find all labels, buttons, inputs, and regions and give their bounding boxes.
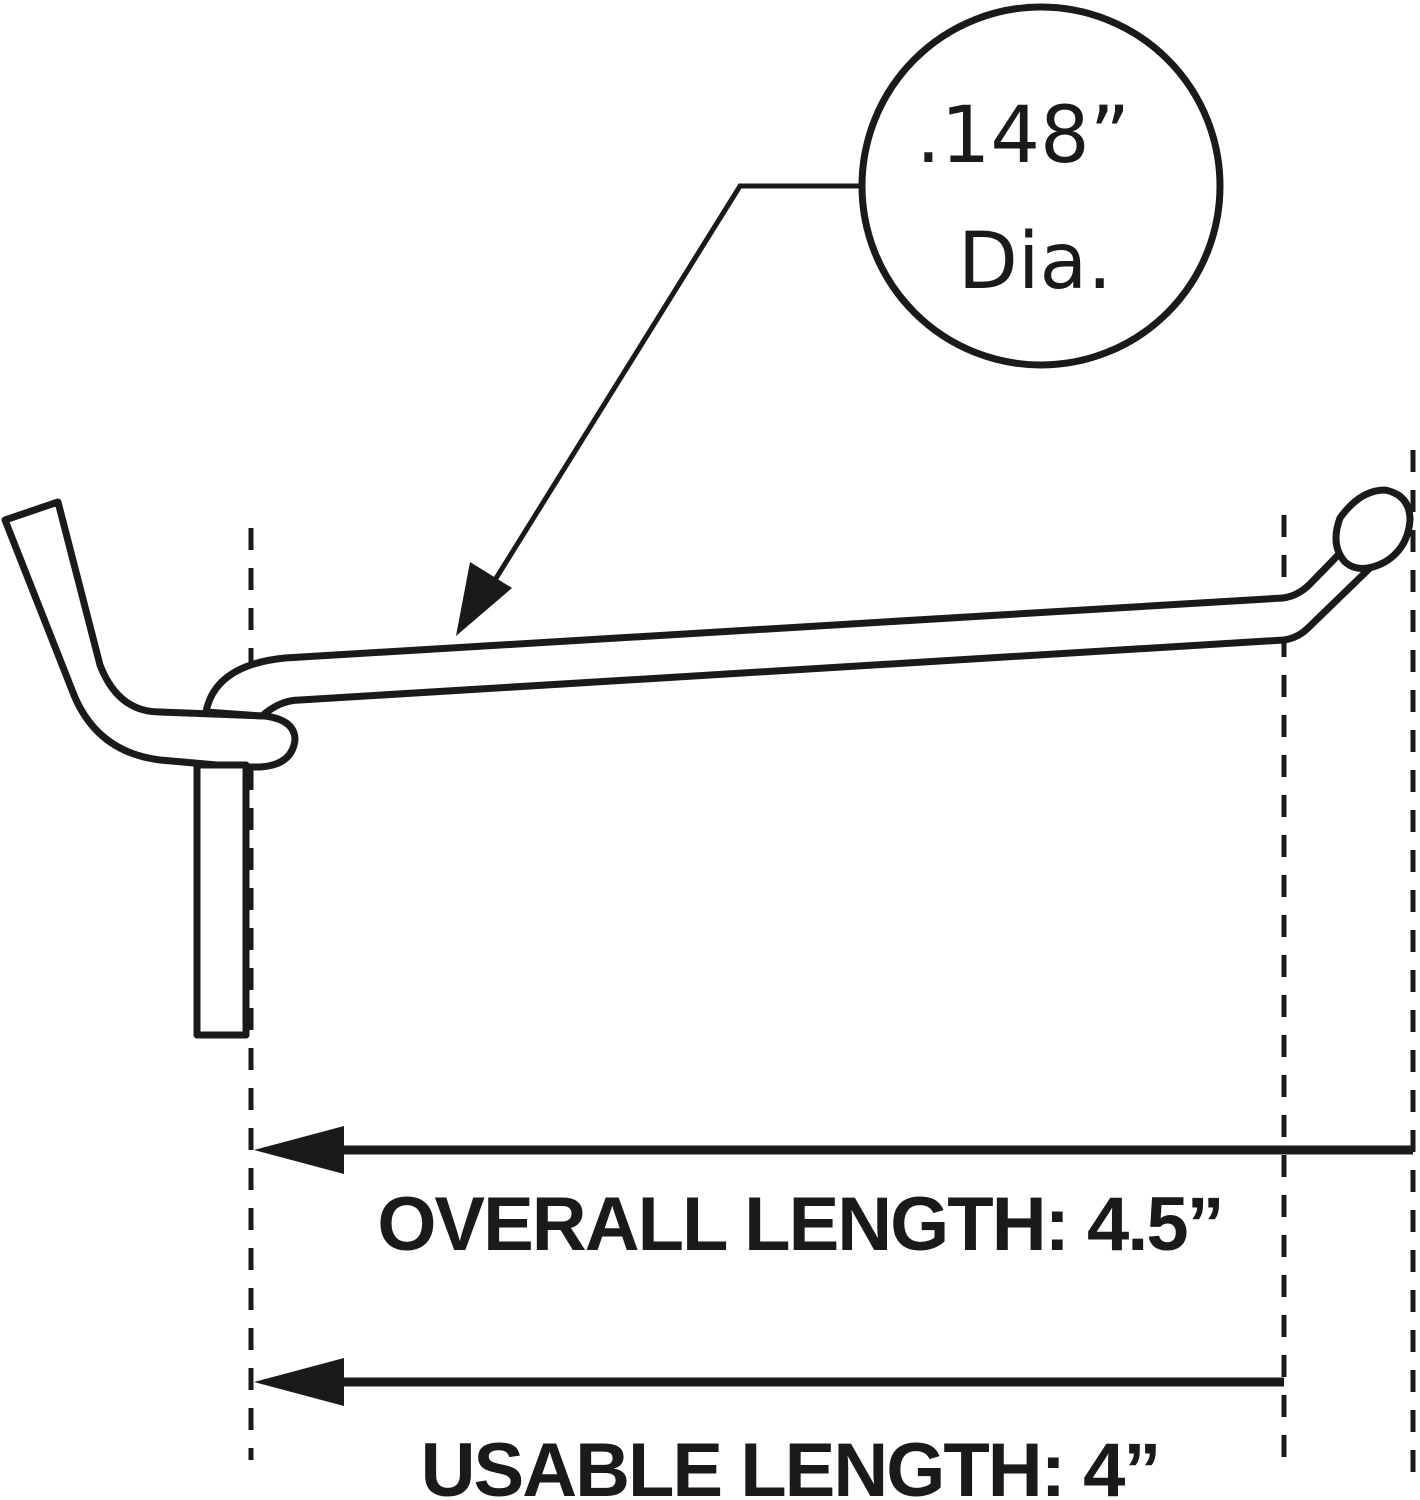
diameter-callout: .148” Dia. (456, 3, 1224, 636)
hook-vertical-leg (193, 761, 250, 1039)
callout-arrowhead-icon (456, 562, 512, 636)
hook-end-knob (1332, 486, 1414, 572)
callout-circle (858, 3, 1224, 369)
hook-rod (202, 486, 1414, 720)
usable-length-label: USABLE LENGTH: 4” (421, 1428, 1160, 1500)
overall-length-dimension: OVERALL LENGTH: 4.5” (254, 1126, 1413, 1267)
hook-back-bracket (1, 498, 299, 1039)
usable-arrowhead-icon (254, 1358, 344, 1406)
callout-value: .148” (916, 91, 1130, 181)
reference-lines (248, 450, 1416, 1490)
callout-label: Dia. (958, 217, 1112, 307)
callout-leader-line (487, 183, 860, 590)
overall-length-label: OVERALL LENGTH: 4.5” (377, 1182, 1222, 1267)
usable-length-dimension: USABLE LENGTH: 4” (254, 1358, 1284, 1500)
overall-arrowhead-icon (254, 1126, 344, 1174)
